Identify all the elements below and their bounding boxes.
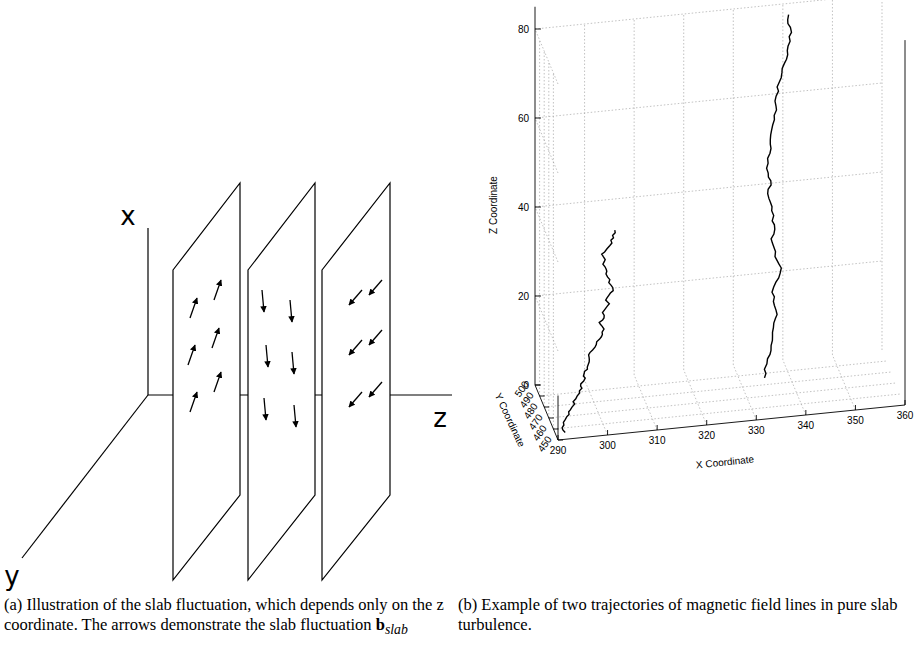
grid-line <box>544 372 891 407</box>
slab-arrow <box>264 398 266 420</box>
tick-mark <box>535 385 540 386</box>
grid-line <box>540 361 887 396</box>
tick-label: 80 <box>518 24 529 35</box>
tick-mark <box>535 29 541 30</box>
symbol-subscript: slab <box>385 622 408 637</box>
tick-mark <box>706 420 707 425</box>
tick-label: 310 <box>649 435 666 446</box>
slab-arrow <box>262 290 264 312</box>
grid-line <box>535 172 882 207</box>
tick-mark <box>558 435 559 440</box>
tick-label: 350 <box>847 415 864 426</box>
slab-planes <box>173 183 390 580</box>
tick-mark <box>535 296 541 297</box>
grid-line <box>683 14 684 370</box>
grid-line <box>535 296 558 351</box>
slab-arrow <box>290 300 292 322</box>
slab-arrow <box>349 392 362 407</box>
slab-arrow <box>294 405 296 427</box>
grid-line <box>535 83 882 118</box>
tick-label: 290 <box>550 445 567 456</box>
grid-line <box>535 0 882 29</box>
tick-label: 340 <box>798 420 815 431</box>
tick-label: 360 <box>897 410 914 421</box>
axis-letter: z <box>433 403 447 433</box>
tick-mark <box>805 410 806 415</box>
grid-line <box>539 40 540 396</box>
grid-line <box>548 62 549 418</box>
axis-line <box>558 396 559 441</box>
plot-box <box>535 7 905 440</box>
slab-arrow <box>349 290 362 305</box>
tick-mark <box>558 440 563 441</box>
grid-line <box>882 0 883 350</box>
grid-line <box>535 207 558 262</box>
axis-line <box>905 40 906 405</box>
grid-line <box>535 29 558 84</box>
tick-mark <box>535 207 541 208</box>
grid-line <box>549 383 896 418</box>
tick-label: 330 <box>748 425 765 436</box>
grid-line <box>832 0 833 355</box>
slab-arrows <box>188 280 382 427</box>
tick-label: 320 <box>698 430 715 441</box>
slab-arrow <box>292 352 294 374</box>
tick-mark <box>607 430 608 435</box>
grid-line <box>783 360 806 415</box>
slab-arrow <box>369 280 382 295</box>
symbol: b <box>376 615 385 634</box>
caption: (a) Illustration of the slab fluctuation… <box>4 595 444 639</box>
tick-label: 20 <box>518 291 529 302</box>
slab-arrow <box>369 330 382 345</box>
grid-line <box>684 370 707 425</box>
tick-label: 40 <box>518 202 529 213</box>
tick-mark <box>549 418 554 419</box>
field-line-trajectories <box>562 15 791 433</box>
tick-mark <box>540 396 545 397</box>
tick-mark <box>905 400 906 405</box>
tick-mark <box>553 429 558 430</box>
slab-arrow <box>188 345 195 365</box>
field-line <box>562 230 615 432</box>
tick-mark <box>535 118 541 119</box>
grid-line <box>733 365 756 420</box>
slab-arrow <box>214 372 221 392</box>
slab-arrow <box>212 328 219 348</box>
grid-line <box>553 394 900 429</box>
plot-grid <box>535 0 900 435</box>
slab-arrow <box>214 280 221 300</box>
tick-label: 60 <box>518 113 529 124</box>
axis-line <box>558 405 905 440</box>
caption: (b) Example of two trajectories of magne… <box>458 595 913 635</box>
axis-letter: y <box>4 561 19 591</box>
grid-line <box>634 375 657 430</box>
grid-line <box>585 380 608 435</box>
tick-mark <box>657 425 658 430</box>
tick-mark <box>855 405 856 410</box>
axis-title: Z Coordinate <box>488 176 499 234</box>
grid-line <box>535 261 882 296</box>
slab-arrow <box>369 382 382 397</box>
slab-arrow <box>349 340 362 355</box>
slab-arrow <box>266 345 268 367</box>
slab-arrow <box>190 392 197 412</box>
field-line <box>764 15 791 378</box>
axis-title: X Coordinate <box>695 453 754 470</box>
slab-arrow <box>190 298 197 318</box>
grid-line <box>832 355 855 410</box>
tick-label: 300 <box>599 440 616 451</box>
tick-mark <box>756 415 757 420</box>
tick-mark <box>535 385 541 386</box>
grid-line <box>535 118 558 173</box>
tick-mark <box>544 407 549 408</box>
axis-letter: x <box>120 201 135 231</box>
axis-line <box>535 7 536 385</box>
